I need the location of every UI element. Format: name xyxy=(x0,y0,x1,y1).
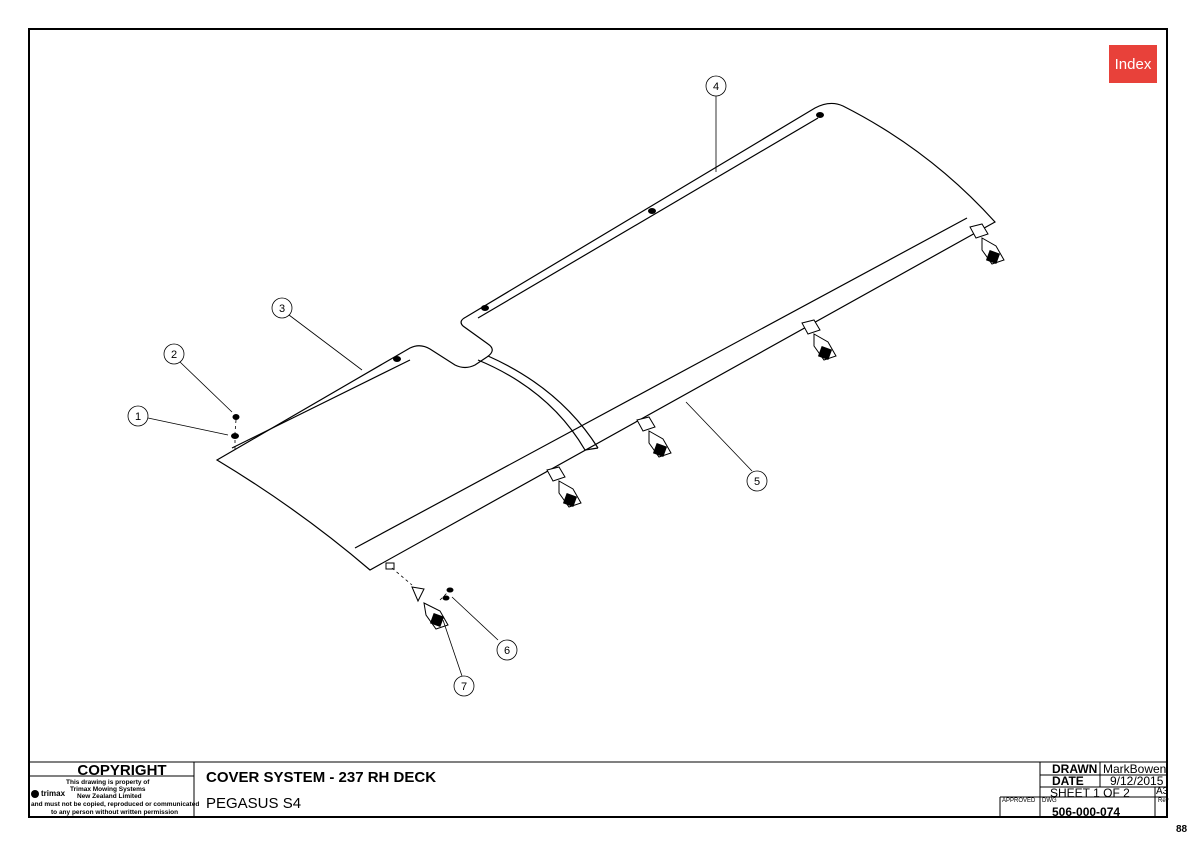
trimax-logo-icon xyxy=(31,789,39,798)
trimax-logo: trimax xyxy=(31,789,65,798)
date-label: DATE xyxy=(1052,774,1084,788)
rev-label: Rev xyxy=(1158,798,1169,804)
balloon-6 xyxy=(496,639,518,661)
balloon-5 xyxy=(746,470,768,492)
copyright-line: to any person without written permission xyxy=(51,809,179,816)
index-button[interactable]: Index xyxy=(1109,45,1157,83)
copyright-line: and must not be copied, reproduced or co… xyxy=(31,801,200,808)
balloon-label: 3 xyxy=(279,303,285,315)
approved-label: APPROVED xyxy=(1002,798,1036,804)
balloon-label: 1 xyxy=(135,411,141,423)
balloon-label: 6 xyxy=(504,645,510,657)
balloon-2 xyxy=(163,343,185,365)
drawing-title: COVER SYSTEM - 237 RH DECK xyxy=(206,769,437,786)
drawn-value: MarkBowen xyxy=(1103,762,1167,776)
dwg-number: 506-000-074 xyxy=(1052,805,1121,819)
copyright-line: Trimax Mowing Systems xyxy=(70,786,146,793)
copyright-line: New Zealand Limited xyxy=(77,793,142,800)
drawing-subtitle: PEGASUS S4 xyxy=(206,795,302,812)
balloon-label: 7 xyxy=(461,681,467,693)
balloon-label: 2 xyxy=(171,349,177,361)
balloon-label: 4 xyxy=(713,81,719,93)
sheet-number: SHEET 1 OF 2 xyxy=(1050,786,1130,800)
balloon-3 xyxy=(271,297,293,319)
page-number: 88 xyxy=(1176,824,1188,835)
cover-panel-outline xyxy=(215,102,996,571)
balloon-label: 5 xyxy=(754,476,760,488)
dwg-label: DWG xyxy=(1042,798,1057,804)
copyright-line: This drawing is property of xyxy=(66,779,150,786)
date-value: 9/12/2015 xyxy=(1110,774,1164,788)
balloon-1 xyxy=(127,405,149,427)
latch-group xyxy=(385,223,1005,630)
drawing-sheet-border xyxy=(28,28,1168,818)
balloon-7 xyxy=(453,675,475,697)
sheet-size: A3 xyxy=(1156,786,1169,797)
balloon-4 xyxy=(705,75,727,97)
drawn-label: DRAWN xyxy=(1052,762,1098,776)
copyright-heading: COPYRIGHT xyxy=(77,762,167,779)
